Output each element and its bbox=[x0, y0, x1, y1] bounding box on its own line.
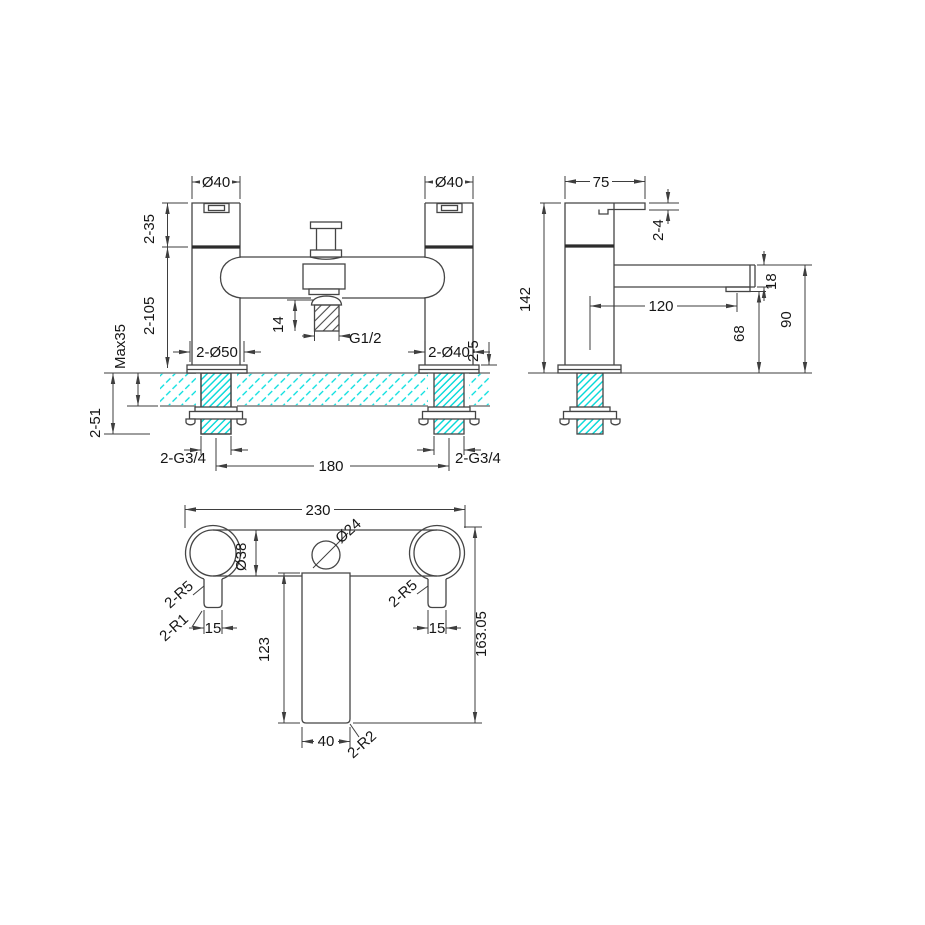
dim-spout-thickness: 18 bbox=[763, 273, 780, 290]
dim-outlet-clearance: 68 bbox=[731, 325, 748, 342]
dim-hole-centres: 180 bbox=[318, 458, 343, 475]
dim-lever-width-left: 15 bbox=[205, 620, 222, 637]
dim-handle-radius-right: 2-R5 bbox=[385, 577, 421, 611]
dim-handle-dia-right: Ø40 bbox=[435, 174, 463, 191]
shower-outlet bbox=[310, 295, 343, 332]
front-dimensions: Ø40 Ø40 2-35 2-105 Max35 2-51 2 bbox=[87, 174, 501, 475]
dim-spout-body-length: 123 bbox=[256, 637, 273, 662]
dim-body-depth: 75 bbox=[593, 174, 610, 191]
dim-spout-width: 40 bbox=[318, 733, 335, 750]
dim-flange-dia-left: 2-Ø50 bbox=[196, 344, 238, 361]
side-spout bbox=[614, 264, 756, 293]
dim-body-height: 2-105 bbox=[141, 297, 158, 335]
dim-flange-thickness: 2-5 bbox=[465, 340, 482, 362]
plan-handle-right bbox=[408, 524, 466, 609]
dim-flange-dia-right: 2-Ø40 bbox=[428, 344, 470, 361]
front-elevation-view: Ø40 Ø40 2-35 2-105 Max35 2-51 2 bbox=[87, 174, 501, 475]
side-shank bbox=[559, 372, 621, 435]
dim-lever-thickness: 2-4 bbox=[650, 219, 667, 241]
backnut-left bbox=[185, 406, 247, 426]
dim-lever-tip-radius: 2-R1 bbox=[156, 611, 192, 645]
dim-max-deck-thickness: Max35 bbox=[112, 324, 129, 369]
pillar-body-right bbox=[424, 202, 474, 365]
side-base-flange bbox=[528, 364, 812, 374]
dim-shank-length: 2-51 bbox=[87, 408, 104, 438]
dim-handle-radius-left: 2-R5 bbox=[161, 578, 197, 612]
handset-cradle bbox=[302, 263, 346, 296]
side-dimensions: 75 2-4 142 120 18 68 90 bbox=[517, 174, 812, 373]
dim-spout-reach: 120 bbox=[648, 298, 673, 315]
plan-spout-footprint bbox=[301, 572, 351, 724]
side-elevation-view: 75 2-4 142 120 18 68 90 bbox=[517, 174, 812, 435]
dim-inlet-thread-right: 2-G3/4 bbox=[455, 450, 501, 467]
dim-outlet-thread: G1/2 bbox=[349, 330, 382, 347]
base-flange-left bbox=[186, 364, 248, 374]
plan-handle-left bbox=[184, 524, 242, 609]
dim-diverter-dia: Ø24 bbox=[332, 515, 364, 547]
dim-spout-height: 90 bbox=[778, 311, 795, 328]
plan-view: 230 Ø24 Ø38 2-R5 2-R1 2-R5 15 15 bbox=[156, 502, 490, 762]
inlet-shank-right bbox=[433, 372, 465, 435]
base-flange-right bbox=[418, 364, 480, 374]
plan-diverter-circle bbox=[311, 540, 341, 570]
dim-handle-dia: Ø38 bbox=[233, 543, 250, 571]
dim-overall-depth: 163.05 bbox=[473, 611, 490, 657]
dim-lever-width-right: 15 bbox=[429, 620, 446, 637]
inlet-shank-left bbox=[200, 372, 232, 435]
dim-handle-dia-left: Ø40 bbox=[202, 174, 230, 191]
dim-handle-height: 2-35 bbox=[141, 214, 158, 244]
dim-thread-length: 14 bbox=[270, 316, 287, 333]
dim-overall-height: 142 bbox=[517, 287, 534, 312]
dim-overall-width: 230 bbox=[305, 502, 330, 519]
dim-inlet-thread-left: 2-G3/4 bbox=[160, 450, 206, 467]
aerator-outlet bbox=[725, 286, 751, 293]
backnut-right bbox=[418, 406, 480, 426]
pillar-body-left bbox=[191, 202, 241, 365]
side-body bbox=[564, 202, 646, 365]
diverter-knob bbox=[309, 221, 343, 260]
